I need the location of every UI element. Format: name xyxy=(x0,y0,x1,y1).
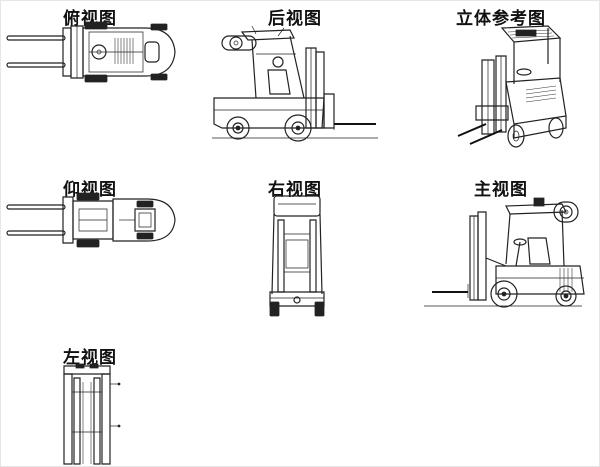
forklift-top-view-icon xyxy=(5,22,180,82)
forklift-bottom-view-icon xyxy=(5,193,180,247)
forklift-front-view-icon xyxy=(420,194,592,314)
view-title-bottom: 仰视图 xyxy=(63,180,117,200)
view-title-iso: 立体参考图 xyxy=(456,9,546,29)
forklift-3d-reference-icon xyxy=(452,24,570,150)
forklift-left-view-icon xyxy=(56,362,122,465)
view-title-right: 右视图 xyxy=(268,180,322,200)
forklift-right-view-icon xyxy=(268,194,326,318)
view-title-rear: 后视图 xyxy=(268,9,322,29)
forklift-rear-view-icon xyxy=(212,24,384,148)
view-title-front: 主视图 xyxy=(474,180,528,200)
view-title-left: 左视图 xyxy=(63,348,117,368)
